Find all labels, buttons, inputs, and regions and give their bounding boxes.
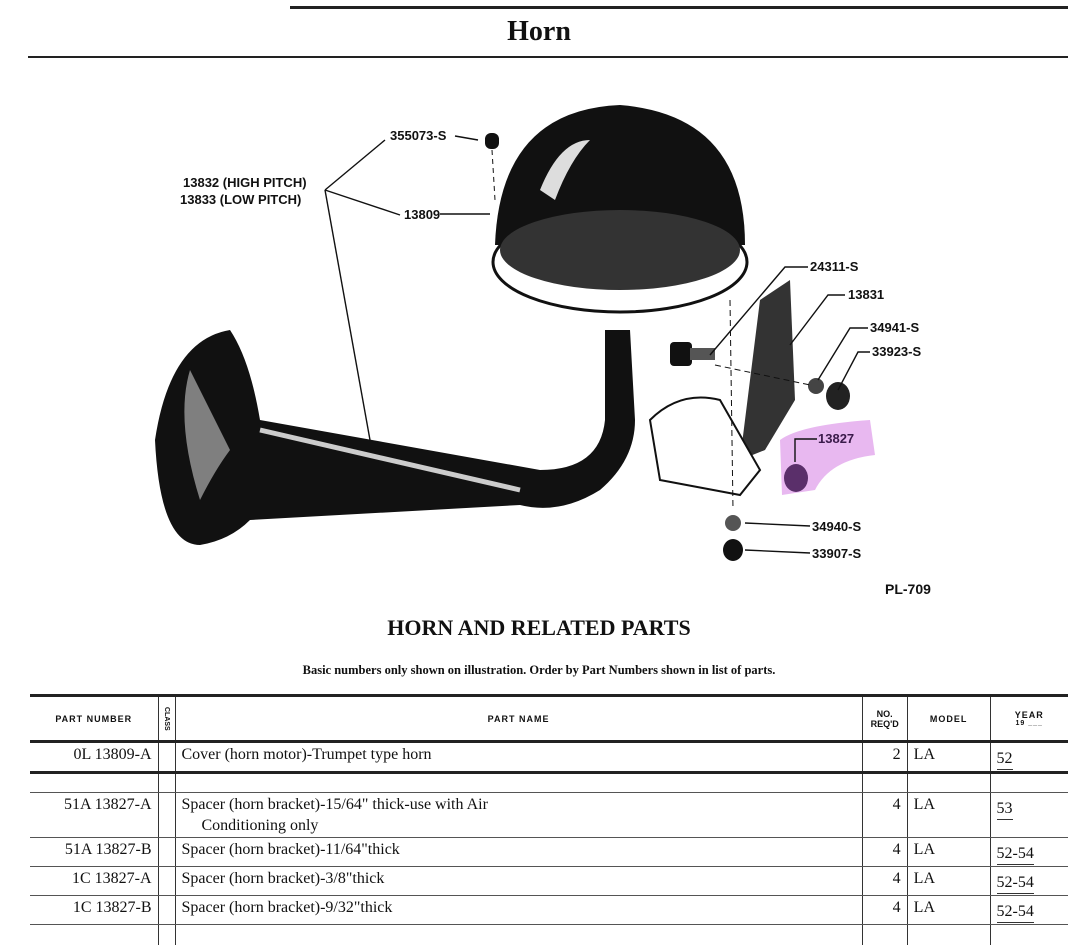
part-name: Spacer (horn bracket)-9/32"thick <box>174 895 863 925</box>
part-name: Spacer (horn bracket)-3/8"thick <box>174 866 863 896</box>
qty: 4 <box>861 895 908 925</box>
parts-table: PART NUMBER CLASS PART NAME NO. REQ'D MO… <box>30 694 1068 945</box>
callout-13831: 13831 <box>848 287 885 302</box>
header-qty: NO. REQ'D <box>861 694 908 743</box>
model: LA <box>906 792 990 838</box>
illustration-note: Basic numbers only shown on illustration… <box>302 663 776 677</box>
header-model: MODEL <box>906 694 990 743</box>
callout-33907-s: 33907-S <box>812 546 862 561</box>
title-rule <box>28 56 1068 58</box>
section-title: HORN AND RELATED PARTS <box>387 615 691 640</box>
year: 52-54 <box>996 839 1034 865</box>
year: 52-54 <box>996 868 1034 894</box>
part-number: 1C 13827-B <box>30 895 158 925</box>
model: LA <box>906 837 990 867</box>
table-header: PART NUMBER CLASS PART NAME NO. REQ'D MO… <box>30 694 1068 743</box>
horn-illustration <box>155 105 875 561</box>
table-row: 1C 13827-A Spacer (horn bracket)-3/8"thi… <box>30 866 1068 896</box>
header-part-number: PART NUMBER <box>30 694 158 743</box>
page-title: Horn <box>507 16 571 47</box>
header-year-label: YEAR <box>1014 710 1044 720</box>
qty: 4 <box>861 837 908 867</box>
table-row: 0L 13809-A Cover (horn motor)-Trumpet ty… <box>30 741 1068 774</box>
part-number: 1C 13827-A <box>30 866 158 896</box>
header-class: CLASS <box>157 694 175 743</box>
blank-row <box>30 924 1068 945</box>
callout-13833: 13833 (LOW PITCH) <box>180 192 302 207</box>
model: LA <box>906 741 990 774</box>
header-year-sub: 19 ___ <box>1015 720 1043 727</box>
trumpet-icon <box>155 330 635 545</box>
callout-13827: 13827 <box>818 431 855 446</box>
part-name: Spacer (horn bracket)-15/64" thick-use w… <box>181 796 488 813</box>
header-part-name: PART NAME <box>174 694 863 743</box>
qty: 4 <box>861 792 908 838</box>
callout-13832: 13832 (HIGH PITCH) <box>183 175 307 190</box>
part-number: 0L 13809-A <box>30 741 158 774</box>
part-name: Cover (horn motor)-Trumpet type horn <box>174 741 863 774</box>
model: LA <box>906 895 990 925</box>
dome-icon <box>495 105 745 245</box>
year: 52 <box>996 744 1013 770</box>
qty: 4 <box>861 866 908 896</box>
callout-34940-s: 34940-S <box>812 519 862 534</box>
top-rule <box>290 6 1068 9</box>
part-number: 51A 13827-B <box>30 837 158 867</box>
table-row: 51A 13827-B Spacer (horn bracket)-11/64"… <box>30 837 1068 867</box>
blank-row <box>30 772 1068 793</box>
callout-33923-s: 33923-S <box>872 344 922 359</box>
qty: 2 <box>861 741 908 774</box>
year: 52-54 <box>996 897 1034 923</box>
part-name-continued: Conditioning only <box>201 817 319 834</box>
table-row: 51A 13827-A Spacer (horn bracket)-15/64"… <box>30 792 1068 838</box>
table-row: 1C 13827-B Spacer (horn bracket)-9/32"th… <box>30 895 1068 925</box>
year: 53 <box>996 794 1013 820</box>
callout-34941-s: 34941-S <box>870 320 920 335</box>
part-name: Spacer (horn bracket)-11/64"thick <box>174 837 863 867</box>
plate-id: PL-709 <box>885 581 931 597</box>
model: LA <box>906 866 990 896</box>
callout-13809: 13809 <box>404 207 441 222</box>
callout-355073-s: 355073-S <box>390 128 447 143</box>
part-number: 51A 13827-A <box>30 792 158 838</box>
callout-24311-s: 24311-S <box>810 259 859 274</box>
